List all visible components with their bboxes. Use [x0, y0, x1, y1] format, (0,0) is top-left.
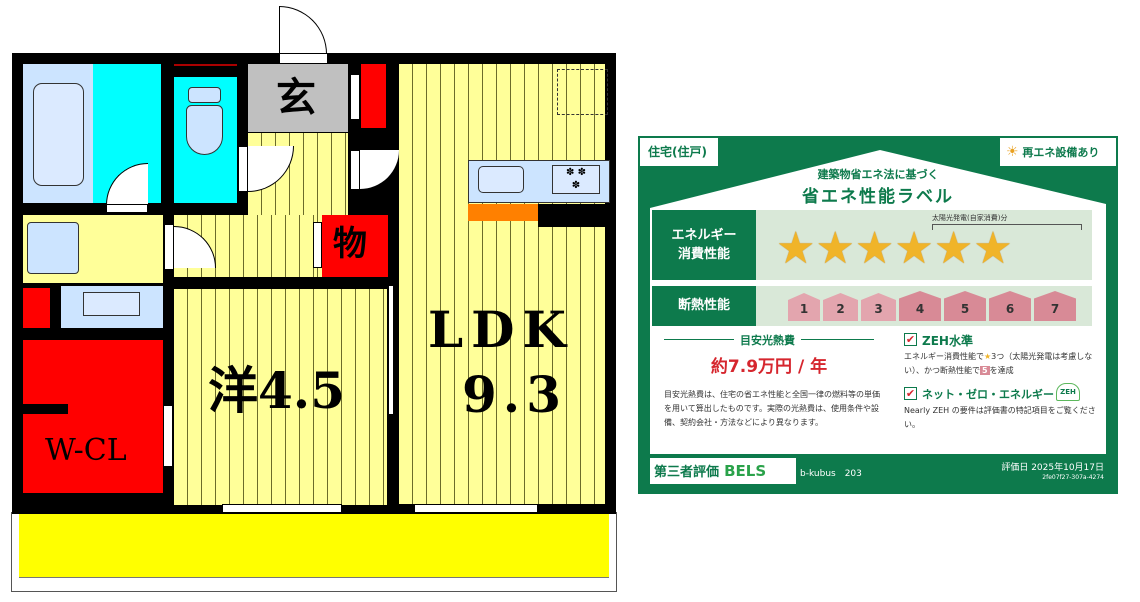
- evaluation-code: 2fe07f27-307a-4274: [1042, 474, 1104, 481]
- storage-closet: [322, 215, 388, 277]
- skylight-icon: [557, 69, 608, 115]
- insulation-levels: 1 2 3 4 5 6 7: [788, 291, 1076, 321]
- walk-in-closet: [23, 340, 163, 493]
- closet-partition: [23, 404, 68, 414]
- western-room-window[interactable]: [222, 504, 342, 513]
- ldk: [399, 64, 605, 504]
- insulation-level-2: 2: [823, 293, 858, 321]
- evaluation-date: 評価日 2025年10月17日: [1001, 463, 1104, 473]
- kitchen-sink-icon: [478, 166, 524, 193]
- energy-label-line1: エネルギー: [671, 228, 737, 243]
- floor-plan: 玄 物 W-CL 洋4.5 ✽ ✽✽ LDK 9.3: [11, 6, 617, 592]
- closet-door[interactable]: [163, 405, 173, 467]
- bels-logo: BELS: [724, 462, 767, 480]
- entrance: [248, 64, 348, 132]
- bathtub-icon: [33, 83, 84, 186]
- entrance-label: 玄: [276, 74, 316, 121]
- insulation-level-7: 7: [1034, 291, 1076, 321]
- bathroom-door[interactable]: [106, 204, 148, 213]
- sun-icon: ☀: [1006, 144, 1019, 160]
- renewable-badge-text: 再エネ設備あり: [1022, 146, 1100, 159]
- counter-accent: [468, 204, 538, 221]
- label-subtitle: 建築物省エネ法に基づく: [817, 168, 939, 181]
- insulation-level-3: 3: [861, 293, 896, 321]
- zeh-checkbox: ✔: [904, 333, 917, 346]
- insulation-level-1: 1: [788, 293, 820, 321]
- western-room: [174, 289, 387, 505]
- room-divider-window: [388, 285, 394, 415]
- net-zero-checkbox: ✔: [904, 387, 917, 400]
- walk-in-closet-label: W-CL: [45, 433, 127, 468]
- solar-star-icon: ★: [894, 223, 934, 274]
- shoe-closet-door[interactable]: [350, 74, 360, 120]
- solar-star-icon: ★: [973, 223, 1013, 274]
- renewable-badge: ☀ 再エネ設備あり: [1000, 138, 1116, 166]
- stove-icon: ✽ ✽✽: [552, 165, 600, 194]
- cost-heading: 目安光熱費: [734, 332, 801, 348]
- level-5-badge: 5: [980, 366, 990, 375]
- ldk-label: LDK: [428, 300, 574, 359]
- vanity-storage: [23, 288, 50, 328]
- cost-note: 目安光熱費は、住宅の省エネ性能と全国一律の燃料等の単価を用いて算出したものです。…: [664, 390, 880, 427]
- third-party-label: 第三者評価: [654, 465, 720, 480]
- insulation-level-6: 6: [989, 291, 1031, 321]
- star-icon: ★: [854, 223, 895, 274]
- zeh-desc-part2: 3つ（太陽光発電は考慮しない）、かつ断熱性能で: [904, 352, 1093, 375]
- star-icon: ★: [776, 223, 816, 274]
- insulation-label-box: 断熱性能: [652, 286, 756, 326]
- cost-value: 約7.9万円 / 年: [710, 357, 828, 377]
- shoe-closet: [361, 64, 386, 128]
- building-type: 住宅(住戸): [640, 138, 718, 166]
- ldk-door[interactable]: [350, 150, 360, 190]
- issuer: b-kubus 203: [800, 469, 862, 479]
- third-party-box: 第三者評価 BELS: [650, 458, 796, 484]
- sink-icon: [83, 292, 140, 316]
- toilet-icon: [188, 87, 221, 103]
- nearly-zeh-note: Nearly ZEH の要件は評価書の特記項目をご覧ください。: [904, 406, 1096, 429]
- front-door-swing: [279, 6, 327, 54]
- solar-star-icon: ★: [933, 223, 974, 274]
- western-room-label: 洋4.5: [208, 361, 345, 420]
- star-icon: ★: [815, 223, 855, 274]
- energy-label-line2: 消費性能: [677, 247, 730, 262]
- insulation-level-4: 4: [899, 291, 941, 321]
- toilet-shelf-line: [174, 64, 237, 66]
- small-star-icon: ★: [984, 352, 992, 361]
- ldk-size-label: 9.3: [462, 365, 567, 424]
- net-zero-label: ネット・ゼロ・エネルギー: [922, 388, 1054, 401]
- ldk-window[interactable]: [414, 504, 538, 513]
- toilet-door[interactable]: [238, 146, 248, 192]
- toilet-bowl-icon: [186, 105, 223, 155]
- washroom-door[interactable]: [164, 224, 174, 270]
- counter-wall: [538, 204, 610, 227]
- balcony: [19, 512, 609, 578]
- energy-label-box: エネルギー 消費性能: [652, 210, 756, 280]
- washing-machine-icon: [27, 222, 79, 274]
- storage-label: 物: [333, 224, 367, 264]
- front-door[interactable]: [279, 53, 328, 64]
- zeh-desc-part1: エネルギー消費性能で: [904, 352, 984, 361]
- solar-bracket: [932, 224, 1082, 230]
- label-title: 省エネ性能ラベル: [802, 187, 954, 207]
- zeh-logo-icon: ZEH: [1056, 383, 1080, 401]
- zeh-desc-part3: を達成: [989, 366, 1014, 375]
- zeh-label: ZEH水準: [922, 334, 973, 348]
- bels-energy-label: 住宅(住戸) ☀ 再エネ設備あり 建築物省エネ法に基づく 省エネ性能ラベル エネ…: [638, 136, 1118, 494]
- solar-note: 太陽光発電(自家消費)分: [932, 214, 1008, 222]
- storage-door[interactable]: [313, 222, 322, 268]
- insulation-level-5: 5: [944, 291, 986, 321]
- star-rating: ★★★★★★: [776, 226, 1013, 272]
